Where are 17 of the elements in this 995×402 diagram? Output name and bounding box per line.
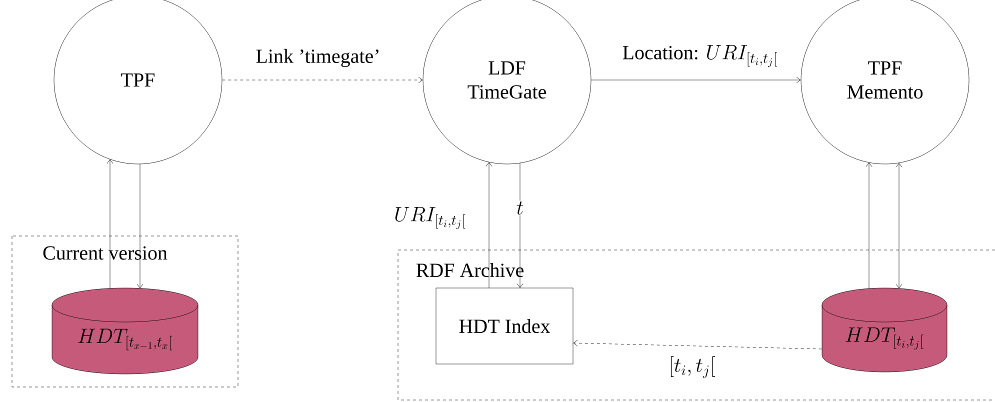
edge-label: $URI_{[t_i,t_j[}$ <box>392 206 468 230</box>
arrow <box>486 162 492 288</box>
edge-label: $[t_i,t_j[$ <box>668 355 716 379</box>
arrow <box>516 162 524 288</box>
arrow <box>136 164 144 288</box>
arrow <box>866 162 872 289</box>
database-cylinder: $HDT_{[t_i,t_j[}$ <box>822 288 948 372</box>
database-cylinder: $HDT_{[t_{x-1},t_x[}$ <box>52 288 198 374</box>
arrow <box>106 159 114 289</box>
arrow <box>591 76 801 84</box>
process-box: HDT Index <box>436 288 574 364</box>
edge-label: $\mbox{Location: }URI_{[t_i,t_j[}$ <box>621 44 779 68</box>
edge-label: $t$ <box>515 200 525 216</box>
arrow <box>222 76 423 84</box>
edge-label: $\mbox{Link 'timegate'}$ <box>254 48 382 68</box>
arrow <box>896 162 902 288</box>
arrow <box>573 340 822 350</box>
